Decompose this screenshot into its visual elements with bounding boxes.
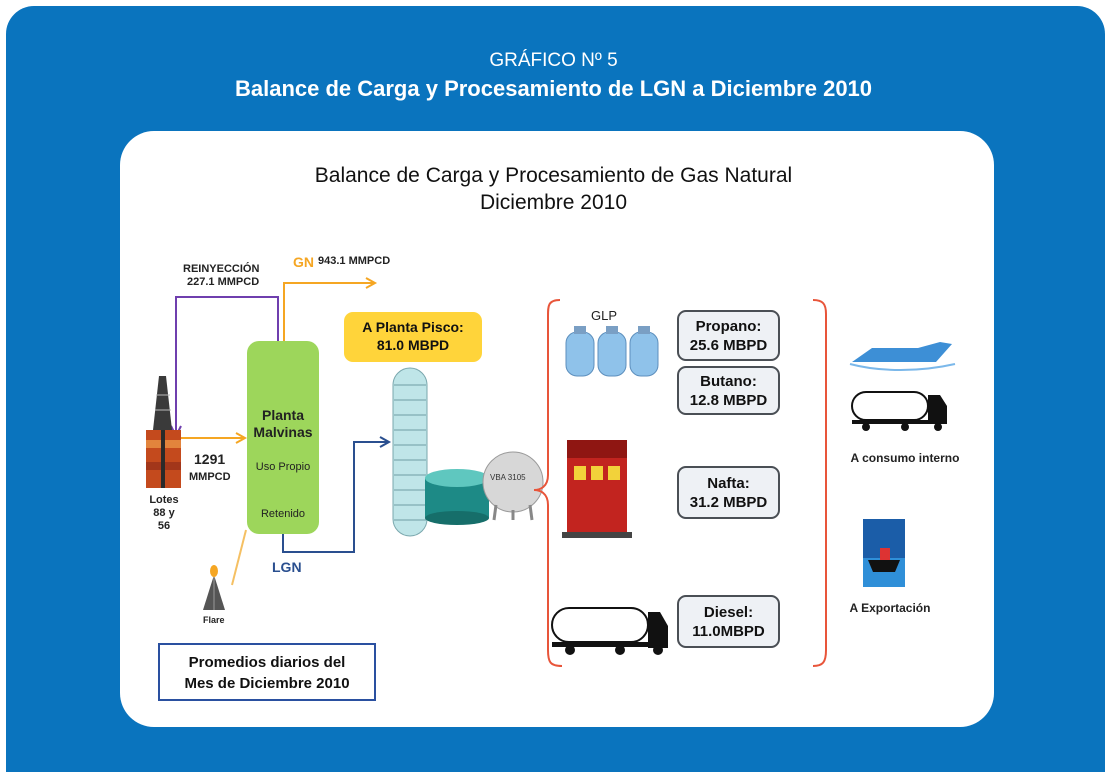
gas-cylinders-icon — [565, 326, 659, 377]
consumo-truck-icon — [851, 391, 947, 431]
sphere-tank-icon — [482, 451, 544, 521]
storage-tank-icon — [425, 469, 489, 525]
gn-value: 943.1 MMPCD — [318, 255, 391, 267]
lotes-label-1: Lotes — [149, 494, 179, 506]
nafta-line-1: Nafta: — [707, 475, 750, 492]
planta-retenido: Retenido — [260, 508, 306, 520]
pisco-line-1: A Planta Pisco: — [362, 319, 464, 335]
feed-line — [180, 432, 248, 444]
lgn-line — [282, 436, 392, 553]
diagram-subtitle: Diciembre 2010 — [479, 191, 628, 214]
distillation-column-icon — [392, 367, 428, 537]
lotes-value: 1291 — [194, 451, 226, 467]
flare-line — [231, 529, 247, 586]
diagram-title: Balance de Carga y Procesamiento de Gas … — [314, 164, 793, 187]
reinyeccion-value: 227.1 MMPCD — [187, 276, 260, 288]
pisco-line-2: 81.0 MBPD — [376, 337, 450, 353]
figure-label: GRÁFICO Nº 5 — [489, 50, 618, 71]
tanker-truck-icon — [551, 607, 668, 655]
diesel-line-2: 11.0MBPD — [692, 623, 765, 640]
exportacion-label: A Exportación — [849, 601, 931, 615]
figure-title: Balance de Carga y Procesamiento de LGN … — [234, 76, 873, 101]
flare-tower-icon — [203, 565, 225, 610]
diesel-box: Diesel: 11.0MBPD — [677, 595, 780, 648]
propano-line-2: 25.6 MBPD — [689, 337, 768, 354]
reinyeccion-label: REINYECCIÓN — [183, 263, 260, 275]
planta-uso-propio: Uso Propio — [255, 461, 311, 473]
consumo-interno-label: A consumo interno — [850, 451, 960, 465]
propano-box: Propano: 25.6 MBPD — [677, 310, 780, 361]
note-line-1: Promedios diarios del — [188, 654, 346, 671]
lgn-label: LGN — [272, 559, 302, 575]
gn-line — [283, 277, 378, 341]
nafta-line-2: 31.2 MBPD — [689, 494, 768, 511]
planta-malvinas-box — [247, 341, 319, 534]
planta-pisco-box: A Planta Pisco: 81.0 MBPD — [344, 312, 482, 362]
glp-label: GLP — [591, 308, 618, 323]
boat-icon — [849, 342, 956, 371]
planta-name-2: Malvinas — [253, 424, 313, 440]
products-bracket — [533, 299, 827, 667]
oil-derrick-icon — [146, 376, 181, 488]
butano-box: Butano: 12.8 MBPD — [677, 366, 780, 415]
planta-name-1: Planta — [261, 407, 304, 423]
note-line-2: Mes de Diciembre 2010 — [184, 675, 350, 692]
lotes-label-2: 88 y — [153, 507, 175, 519]
fuel-pump-icon — [562, 440, 632, 538]
diesel-line-1: Diesel: — [703, 604, 754, 621]
export-ship-icon — [863, 519, 905, 587]
butano-line-2: 12.8 MBPD — [689, 392, 768, 409]
nafta-box: Nafta: 31.2 MBPD — [677, 466, 780, 519]
lotes-unit: MMPCD — [189, 471, 231, 483]
sphere-tank-label: VBA 3105 — [490, 473, 526, 482]
butano-line-1: Butano: — [700, 373, 757, 390]
flare-label: Flare — [203, 615, 225, 625]
gn-label: GN — [293, 254, 314, 270]
averages-note: Promedios diarios del Mes de Diciembre 2… — [158, 643, 376, 701]
propano-line-1: Propano: — [695, 318, 762, 335]
lotes-label-3: 56 — [157, 520, 171, 532]
